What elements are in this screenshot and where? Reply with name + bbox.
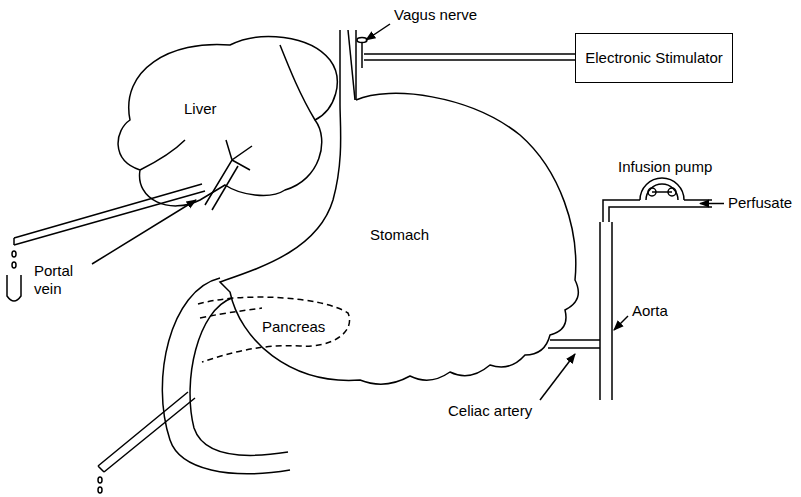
cannula-tube	[14, 184, 205, 245]
drop	[12, 262, 16, 268]
box-text: Electronic Stimulator	[585, 49, 723, 67]
portal-vein	[212, 166, 238, 210]
cannula-tube	[98, 392, 195, 472]
part-label: Vagus nerve	[394, 6, 477, 24]
pancreas-outline	[198, 297, 350, 362]
electrode-head	[357, 38, 367, 43]
pump-arc	[646, 184, 678, 200]
part-label: Pancreas	[262, 318, 325, 336]
celiac-artery	[548, 340, 600, 348]
duodenum	[162, 278, 290, 474]
liver-outline	[118, 37, 337, 206]
part-label: Aorta	[632, 302, 668, 320]
drop	[12, 251, 16, 257]
part-label: Stomach	[370, 226, 429, 244]
portal-vein-branch	[205, 140, 252, 205]
drop	[98, 477, 102, 483]
cannula-tube	[13, 238, 15, 245]
esophagus	[340, 30, 356, 104]
leader-arrow	[540, 354, 575, 400]
perfusion-tube	[603, 200, 640, 222]
electrode	[361, 42, 363, 68]
liver-lobe-line	[140, 140, 185, 170]
infusion-pump	[640, 178, 712, 207]
part-label: Celiac artery	[448, 402, 532, 420]
stomach-outline	[220, 93, 578, 384]
liver-lobe-line	[280, 45, 315, 120]
part-label: Perfusate	[728, 194, 792, 212]
leader-arrow	[92, 200, 196, 264]
test-tube	[7, 275, 21, 301]
part-label: Portal vein	[34, 262, 89, 298]
vagus-nerve	[348, 30, 355, 100]
leader-arrow	[366, 24, 390, 40]
flow-arrow	[700, 203, 724, 205]
stimulator-lead	[364, 54, 575, 60]
part-label: Liver	[184, 100, 217, 118]
drop	[98, 487, 102, 493]
pump-rotor	[652, 191, 672, 193]
aorta	[600, 222, 612, 400]
part-label: Infusion pump	[618, 158, 712, 176]
pancreatic-duct	[200, 308, 262, 318]
leader-arrow	[614, 316, 628, 330]
stimulator-box: Electronic Stimulator	[575, 33, 733, 83]
